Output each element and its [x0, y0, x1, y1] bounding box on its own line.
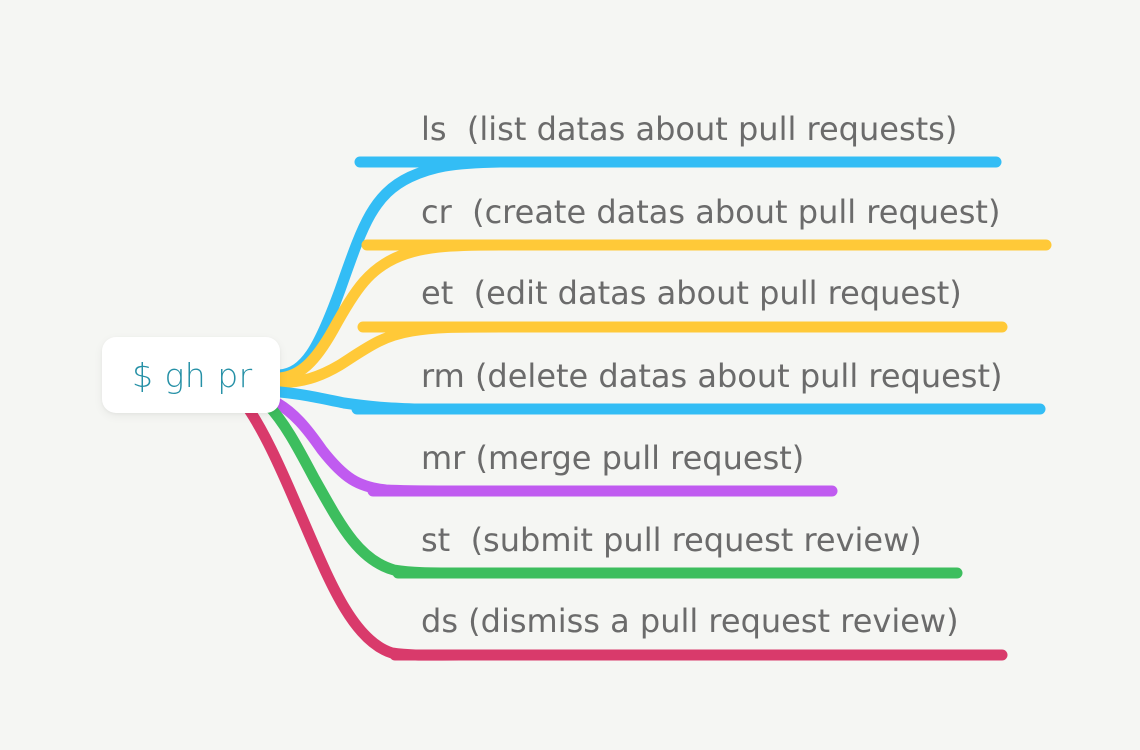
root-node[interactable]: $ gh pr — [102, 337, 280, 413]
leaf-label-rm[interactable]: rm (delete datas about pull request) — [421, 357, 1003, 395]
leaf-label-mr[interactable]: mr (merge pull request) — [421, 439, 805, 477]
branch-underline-group — [351, 156, 1052, 661]
leaf-label-ls[interactable]: ls (list datas about pull requests) — [421, 110, 958, 148]
leaf-label-ds[interactable]: ds (dismiss a pull request review) — [421, 602, 959, 640]
root-node-label: $ gh pr — [132, 355, 253, 395]
leaf-label-st[interactable]: st (submit pull request review) — [421, 521, 922, 559]
branch-curve-group — [242, 156, 506, 661]
leaf-label-et[interactable]: et (edit datas about pull request) — [421, 274, 962, 312]
leaf-label-cr[interactable]: cr (create datas about pull request) — [421, 193, 1001, 231]
